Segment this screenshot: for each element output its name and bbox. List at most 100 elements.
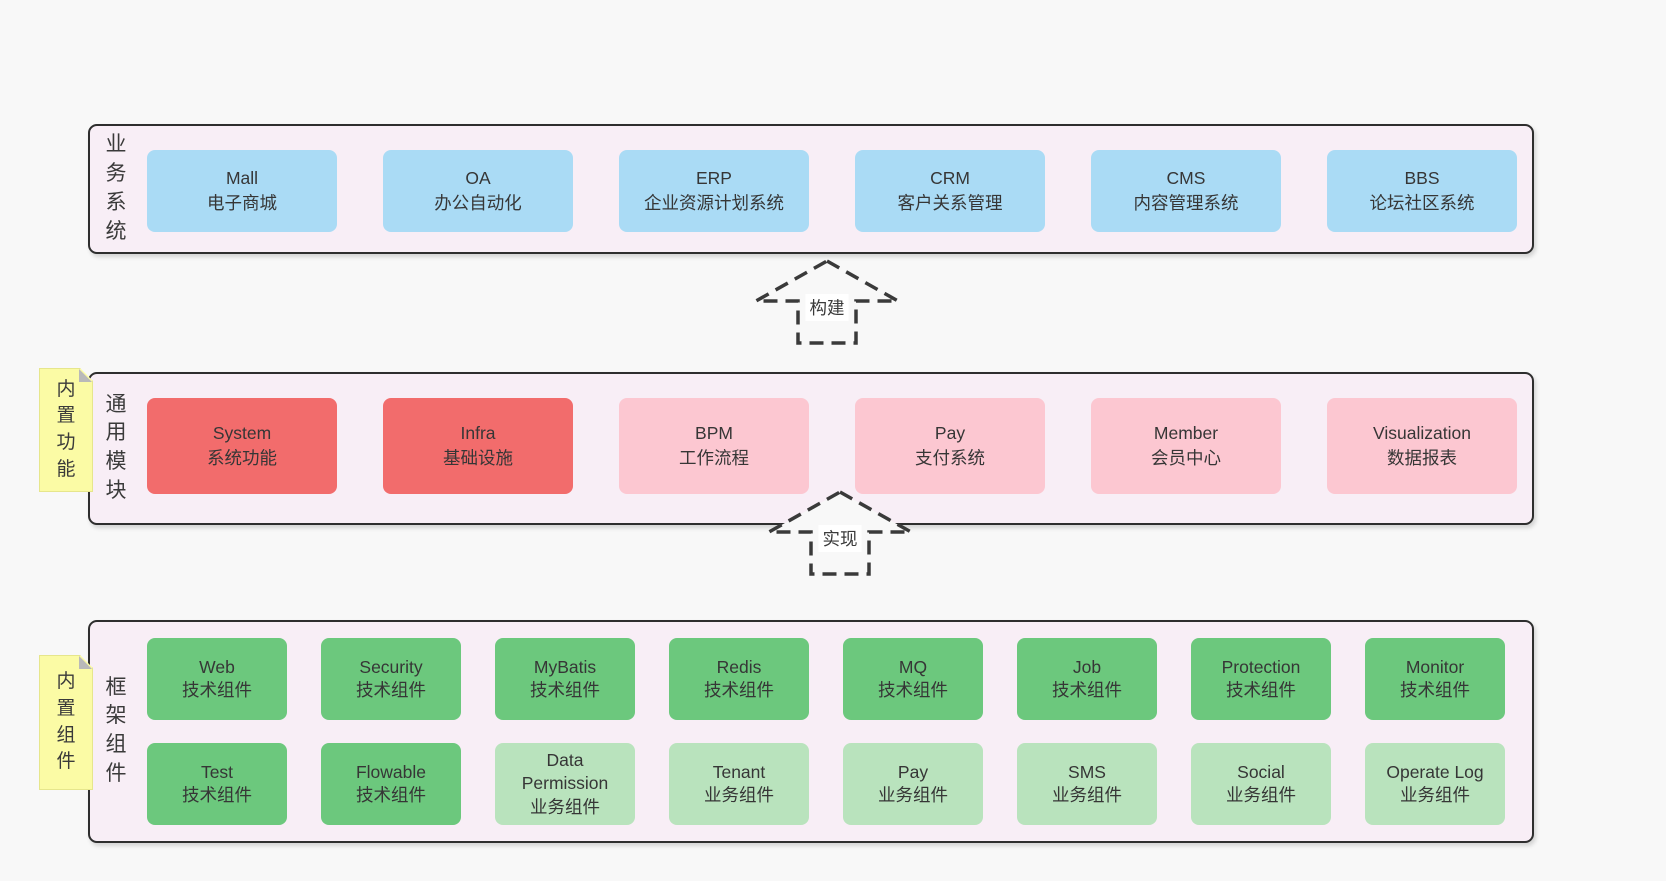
box-flowable: Flowable 技术组件	[321, 743, 461, 825]
modules-items-row: System 系统功能 Infra 基础设施 BPM 工作流程 Pay 支付系统 Member 会…	[147, 398, 1517, 494]
box-subtitle: 系统功能	[207, 448, 277, 468]
box-title: MyBatis	[533, 656, 597, 677]
box-protection: Protection 技术组件	[1191, 638, 1331, 720]
box-subtitle: 数据报表	[1387, 448, 1457, 468]
implement-arrow: 实现	[762, 487, 918, 579]
box-subtitle: 办公自动化	[434, 193, 522, 213]
panel-common-modules: 通用模块 System 系统功能 Infra 基础设施 BPM 工作流程 Pay 支付系统 Me…	[88, 372, 1534, 525]
box-title: Job	[1072, 656, 1102, 677]
box-security: Security 技术组件	[321, 638, 461, 720]
box-title: Protection	[1221, 656, 1301, 677]
box-crm: CRM 客户关系管理	[855, 150, 1045, 232]
implement-arrow-label: 实现	[818, 525, 862, 552]
box-web: Web 技术组件	[147, 638, 287, 720]
box-subtitle: 技术组件	[530, 680, 600, 700]
box-bpm: BPM 工作流程	[619, 398, 809, 494]
box-redis: Redis 技术组件	[669, 638, 809, 720]
sticky-note-label: 内置功能	[56, 378, 76, 480]
panel-business-side-label: 业务系统	[105, 133, 127, 243]
box-member: Member 会员中心	[1091, 398, 1281, 494]
box-title: Redis	[716, 656, 762, 677]
box-monitor: Monitor 技术组件	[1365, 638, 1505, 720]
box-title: ERP	[696, 168, 732, 189]
box-subtitle: 技术组件	[1226, 680, 1296, 700]
box-title: SMS	[1068, 761, 1106, 782]
box-title: Test	[200, 761, 234, 782]
box-visualization: Visualization 数据报表	[1327, 398, 1517, 494]
box-subtitle: 技术组件	[182, 785, 252, 805]
box-title: System	[212, 423, 272, 444]
box-mall: Mall 电子商城	[147, 150, 337, 232]
sticky-note-builtin-components: 内置组件	[39, 655, 93, 790]
build-arrow-label: 构建	[805, 294, 849, 321]
box-subtitle: 客户关系管理	[897, 193, 1003, 213]
box-operate-log: Operate Log 业务组件	[1365, 743, 1505, 825]
box-cms: CMS 内容管理系统	[1091, 150, 1281, 232]
box-title: Mall	[225, 168, 259, 189]
box-subtitle: 业务组件	[1400, 785, 1470, 805]
box-subtitle: 技术组件	[878, 680, 948, 700]
box-title: Infra	[460, 423, 496, 444]
box-tenant: Tenant 业务组件	[669, 743, 809, 825]
box-subtitle: 技术组件	[356, 680, 426, 700]
box-subtitle: 会员中心	[1151, 448, 1221, 468]
box-subtitle: 论坛社区系统	[1369, 193, 1475, 213]
box-subtitle: 支付系统	[915, 448, 985, 468]
panel-modules-side-label: 通用模块	[105, 392, 127, 503]
box-subtitle: 企业资源计划系统	[644, 193, 784, 213]
box-title: Pay	[897, 761, 929, 782]
box-subtitle: 业务组件	[1052, 785, 1122, 805]
box-title: CMS	[1166, 168, 1206, 189]
box-subtitle: 内容管理系统	[1133, 193, 1239, 213]
box-pay: Pay 支付系统	[855, 398, 1045, 494]
box-title: Pay	[934, 423, 966, 444]
box-social: Social 业务组件	[1191, 743, 1331, 825]
box-subtitle: 基础设施	[443, 448, 513, 468]
box-title: Tenant	[712, 761, 766, 782]
box-title: Visualization	[1373, 423, 1471, 444]
box-title: Security	[359, 656, 423, 677]
box-sms: SMS 业务组件	[1017, 743, 1157, 825]
box-title: MQ	[898, 656, 928, 677]
box-title: BPM	[695, 423, 733, 444]
box-infra: Infra 基础设施	[383, 398, 573, 494]
box-subtitle: 电子商城	[207, 193, 277, 213]
panel-components-side-label: 框架组件	[105, 675, 127, 786]
box-subtitle: 业务组件	[704, 785, 774, 805]
box-bbs: BBS 论坛社区系统	[1327, 150, 1517, 232]
box-mybatis: MyBatis 技术组件	[495, 638, 635, 720]
box-title: Operate Log	[1386, 761, 1484, 782]
sticky-note-builtin-features: 内置功能	[39, 368, 93, 492]
box-subtitle: 技术组件	[704, 680, 774, 700]
box-subtitle: 技术组件	[356, 785, 426, 805]
box-title: CRM	[930, 168, 970, 189]
box-title: Monitor	[1405, 656, 1465, 677]
box-subtitle: 业务组件	[1226, 785, 1296, 805]
box-system: System 系统功能	[147, 398, 337, 494]
sticky-note-label: 内置组件	[56, 671, 76, 773]
box-title: Flowable	[355, 761, 427, 782]
box-subtitle: 技术组件	[1400, 680, 1470, 700]
box-mq: MQ 技术组件	[843, 638, 983, 720]
box-test: Test 技术组件	[147, 743, 287, 825]
box-job: Job 技术组件	[1017, 638, 1157, 720]
box-title: Member	[1153, 423, 1219, 444]
box-subtitle: 业务组件	[530, 796, 600, 817]
build-arrow: 构建	[749, 256, 905, 348]
box-title: Social	[1237, 761, 1285, 782]
box-title: BBS	[1404, 168, 1440, 189]
box-subtitle: 工作流程	[679, 448, 749, 468]
box-title: Web	[199, 656, 235, 677]
box-title: Data Permission	[521, 750, 609, 794]
box-subtitle: 技术组件	[182, 680, 252, 700]
box-subtitle: 技术组件	[1052, 680, 1122, 700]
